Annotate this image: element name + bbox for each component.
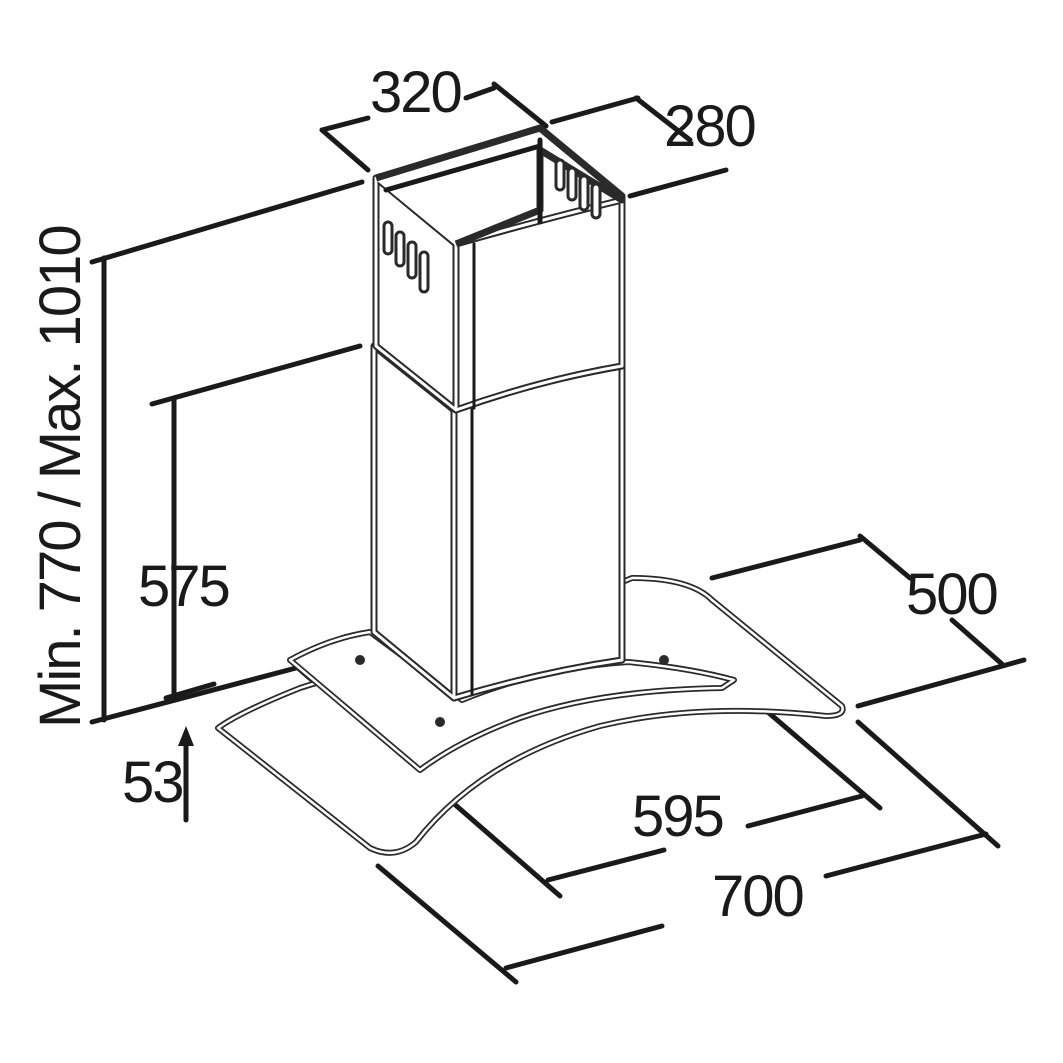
vent-slot-3 xyxy=(406,240,418,280)
label-body-width: 595 xyxy=(632,784,723,849)
label-total-height: Min. 770 / Max. 1010 xyxy=(28,226,93,728)
dim-320-ext-right xyxy=(491,81,549,129)
dim-total-bottom-ext xyxy=(89,665,299,725)
dim-500-bottom-ext xyxy=(855,657,1027,709)
label-lower-height: 575 xyxy=(138,554,229,619)
dim-320-line-left xyxy=(319,115,371,133)
dimension-lines xyxy=(89,81,1027,985)
dim-53-arrow-icon xyxy=(178,726,194,746)
dim-500-top-ext xyxy=(709,537,863,581)
dim-700-line-right xyxy=(823,831,989,879)
label-glass-offset: 53 xyxy=(122,750,183,815)
vent-slot-2 xyxy=(394,230,406,268)
dim-total-top-ext xyxy=(89,179,365,265)
label-glass-width: 700 xyxy=(712,864,803,929)
vent-slot-6 xyxy=(566,166,578,202)
dim-595-line-left xyxy=(545,847,667,883)
dim-280-line-bottom xyxy=(627,167,729,199)
vent-slot-8 xyxy=(590,182,602,220)
vent-slot-5 xyxy=(554,158,566,192)
dim-500-bottom-slant xyxy=(949,617,1005,667)
dim-280-ext-right xyxy=(633,95,693,143)
label-hood-depth: 500 xyxy=(906,562,997,627)
dim-575-bottom-ext xyxy=(163,681,217,701)
dim-280-line-left xyxy=(549,95,641,125)
chimney-upper xyxy=(372,124,626,414)
label-duct-width: 320 xyxy=(370,60,461,125)
chimney-top-inner-edge xyxy=(383,143,543,193)
vent-slot-7 xyxy=(578,174,590,212)
dim-595-line-right xyxy=(745,793,865,829)
label-duct-depth: 280 xyxy=(664,94,755,159)
dim-700-ext-right xyxy=(855,719,1001,849)
dim-320-line-right xyxy=(463,85,497,101)
chimney-lower-right-face xyxy=(450,362,626,702)
vent-slot-1 xyxy=(382,220,394,256)
dim-575-top-ext xyxy=(149,343,363,407)
dim-700-ext-left xyxy=(375,863,519,985)
screw-dot-front xyxy=(435,717,445,727)
dim-500-top-slant xyxy=(857,533,913,581)
glass-canopy xyxy=(215,575,846,856)
screw-dot-left xyxy=(355,655,365,665)
dim-700-line-left xyxy=(503,923,665,971)
vent-slot-4 xyxy=(418,250,430,294)
dim-320-ext-left xyxy=(319,127,371,173)
dimension-labels: 320 280 Min. 770 / Max. 1010 575 53 500 … xyxy=(28,60,999,929)
screw-dot-right xyxy=(659,655,669,665)
